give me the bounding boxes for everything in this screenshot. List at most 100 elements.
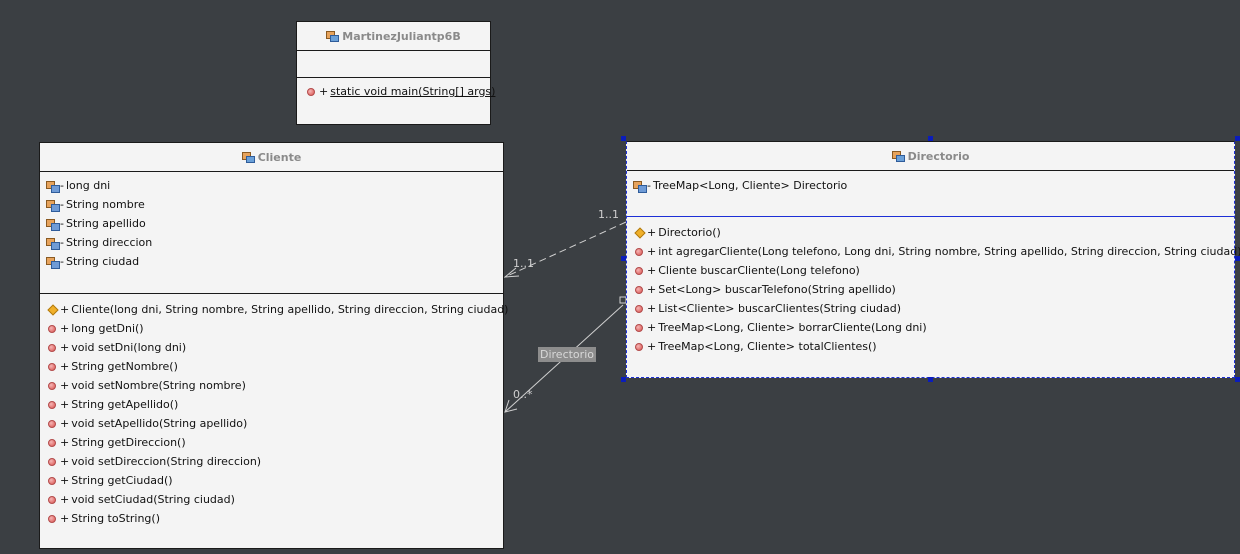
method-row[interactable]: +List<Cliente> buscarClientes(String ciu…: [633, 299, 901, 318]
visibility-marker: +: [60, 303, 70, 316]
methods-section: +Directorio()+int agregarCliente(Long te…: [627, 217, 1240, 377]
visibility-marker: -: [60, 198, 64, 211]
method-signature: int agregarCliente(Long telefono, Long d…: [658, 245, 1240, 258]
method-icon: [46, 380, 59, 392]
visibility-marker: +: [60, 455, 70, 468]
method-signature: String getDireccion(): [71, 436, 186, 449]
resize-handle-sw[interactable]: [621, 377, 626, 382]
attribute-text: TreeMap<Long, Cliente> Directorio: [652, 179, 848, 192]
attribute-row[interactable]: -TreeMap<Long, Cliente> Directorio: [633, 176, 847, 195]
method-row[interactable]: +TreeMap<Long, Cliente> borrarCliente(Lo…: [633, 318, 927, 337]
visibility-marker: +: [60, 512, 70, 525]
attribute-text: String ciudad: [65, 255, 140, 268]
method-row[interactable]: +String getDireccion(): [46, 433, 186, 452]
method-row[interactable]: +String toString(): [46, 509, 160, 528]
field-icon: [46, 237, 60, 250]
class-name: MartinezJuliantp6B: [342, 29, 461, 43]
field-icon: [46, 256, 60, 269]
method-row[interactable]: +String getNombre(): [46, 357, 178, 376]
field-icon: [633, 180, 647, 193]
dependency-target-multiplicity: 1..1: [513, 257, 534, 270]
class-cliente[interactable]: Cliente -long dni-String nombre-String a…: [39, 142, 508, 549]
visibility-marker: -: [60, 255, 64, 268]
methods-section: +Cliente(long dni, String nombre, String…: [40, 294, 508, 548]
resize-handle-nw[interactable]: [621, 136, 626, 141]
attributes-section: -TreeMap<Long, Cliente> Directorio: [627, 171, 1234, 215]
method-icon: [46, 456, 59, 468]
method-row[interactable]: +void setDni(long dni): [46, 338, 186, 357]
method-signature: TreeMap<Long, Cliente> borrarCliente(Lon…: [658, 321, 927, 334]
method-icon: [633, 341, 646, 353]
method-icon: [46, 437, 59, 449]
resize-handle-e[interactable]: [1235, 256, 1240, 261]
method-signature: void setNombre(String nombre): [71, 379, 246, 392]
method-icon: [46, 418, 59, 430]
visibility-marker: +: [647, 321, 657, 334]
resize-handle-ne[interactable]: [1235, 136, 1240, 141]
attribute-row[interactable]: -String nombre: [46, 195, 145, 214]
method-signature: void setApellido(String apellido): [71, 417, 248, 430]
method-row[interactable]: +long getDni(): [46, 319, 144, 338]
method-signature: Directorio(): [658, 226, 721, 239]
visibility-marker: +: [60, 417, 70, 430]
method-icon: [46, 323, 59, 335]
attribute-text: String nombre: [65, 198, 145, 211]
association-label[interactable]: Directorio: [538, 347, 596, 362]
class-icon: [326, 30, 340, 42]
visibility-marker: +: [60, 360, 70, 373]
class-directorio[interactable]: Directorio -TreeMap<Long, Cliente> Direc…: [626, 141, 1240, 378]
resize-handle-w[interactable]: [621, 256, 626, 261]
method-row[interactable]: +TreeMap<Long, Cliente> totalClientes(): [633, 337, 877, 356]
visibility-marker: +: [319, 85, 329, 98]
method-signature: String toString(): [71, 512, 160, 525]
method-row[interactable]: +void setApellido(String apellido): [46, 414, 247, 433]
attribute-row[interactable]: -long dni: [46, 176, 110, 195]
visibility-marker: +: [647, 340, 657, 353]
attribute-row[interactable]: -String apellido: [46, 214, 146, 233]
method-icon: [633, 303, 646, 315]
resize-handle-n[interactable]: [928, 136, 933, 141]
method-row[interactable]: +int agregarCliente(Long telefono, Long …: [633, 242, 1240, 261]
method-signature: String getNombre(): [71, 360, 178, 373]
method-row[interactable]: +String getCiudad(): [46, 471, 173, 490]
method-icon: [305, 86, 318, 98]
visibility-marker: +: [647, 226, 657, 239]
constructor-row[interactable]: +Directorio(): [633, 223, 721, 242]
method-row[interactable]: +Set<Long> buscarTelefono(String apellid…: [633, 280, 896, 299]
resize-handle-s[interactable]: [928, 377, 933, 382]
visibility-marker: +: [60, 474, 70, 487]
method-row[interactable]: +Cliente buscarCliente(Long telefono): [633, 261, 860, 280]
method-icon: [46, 494, 59, 506]
attribute-text: String apellido: [65, 217, 146, 230]
method-signature: void setCiudad(String ciudad): [71, 493, 235, 506]
method-row[interactable]: + static void main(String[] args): [305, 82, 495, 101]
visibility-marker: +: [647, 302, 657, 315]
attribute-row[interactable]: -String ciudad: [46, 252, 139, 271]
class-martinezjuliantp6b[interactable]: MartinezJuliantp6B + static void main(St…: [296, 21, 495, 125]
resize-handle-se[interactable]: [1235, 377, 1240, 382]
visibility-marker: +: [60, 322, 70, 335]
method-row[interactable]: +void setCiudad(String ciudad): [46, 490, 235, 509]
class-name: Cliente: [257, 150, 302, 164]
method-icon: [633, 322, 646, 334]
method-signature: void setDni(long dni): [71, 341, 187, 354]
attributes-section: [297, 51, 490, 77]
method-row[interactable]: +void setNombre(String nombre): [46, 376, 246, 395]
method-signature: void setDireccion(String direccion): [71, 455, 262, 468]
method-icon: [46, 475, 59, 487]
method-signature: TreeMap<Long, Cliente> totalClientes(): [658, 340, 877, 353]
method-row[interactable]: +void setDireccion(String direccion): [46, 452, 261, 471]
method-signature: Cliente(long dni, String nombre, String …: [71, 303, 509, 316]
attribute-row[interactable]: -String direccion: [46, 233, 152, 252]
method-icon: [633, 284, 646, 296]
section-divider: [627, 216, 1234, 217]
method-signature: String getApellido(): [71, 398, 179, 411]
method-signature: Cliente buscarCliente(Long telefono): [658, 264, 860, 277]
dependency-line[interactable]: [504, 221, 627, 278]
visibility-marker: -: [60, 236, 64, 249]
visibility-marker: +: [647, 245, 657, 258]
constructor-row[interactable]: +Cliente(long dni, String nombre, String…: [46, 300, 508, 319]
method-row[interactable]: +String getApellido(): [46, 395, 178, 414]
method-signature: long getDni(): [71, 322, 144, 335]
method-icon: [633, 246, 646, 258]
